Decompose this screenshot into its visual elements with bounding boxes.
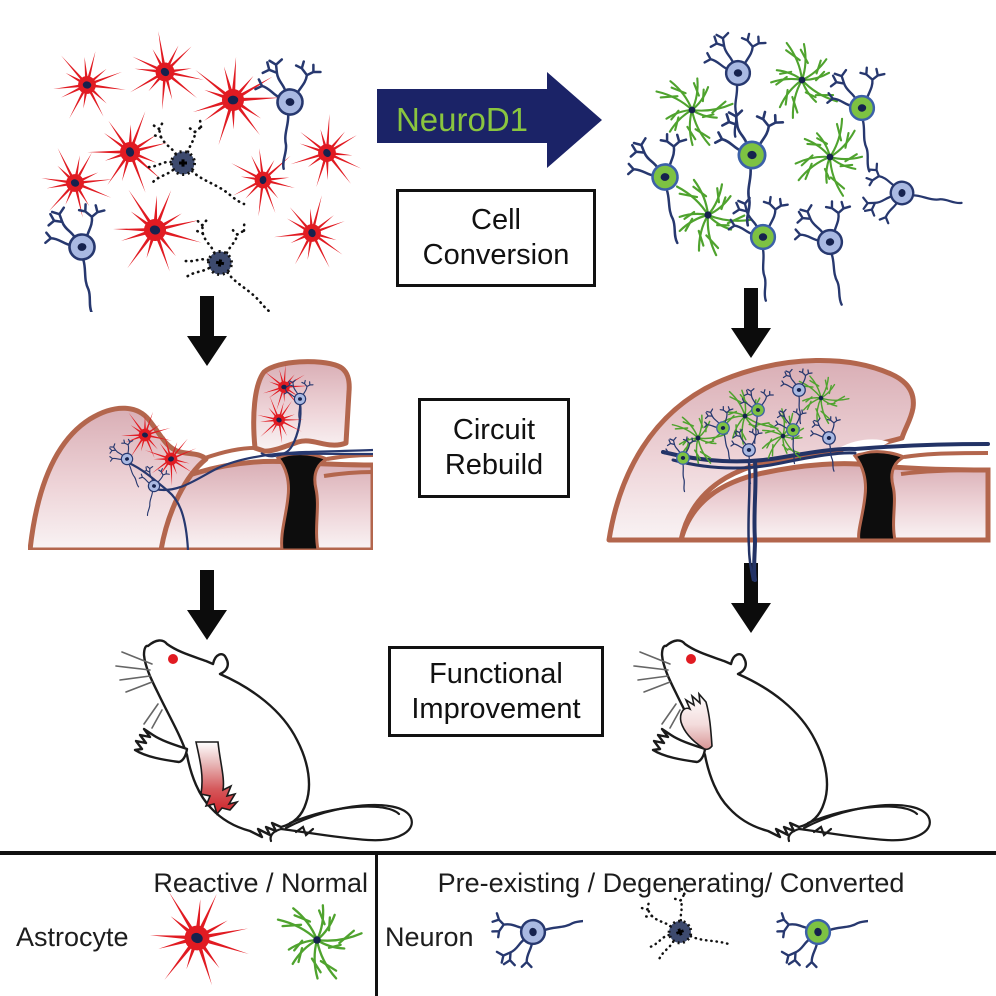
reactive-astrocyte (87, 111, 168, 193)
reactive-astrocyte-cluster (41, 31, 362, 312)
normal-astrocyte (794, 117, 864, 197)
step-box-circuit-rebuild: Circuit Rebuild (418, 398, 570, 498)
normal-astrocyte-icon (276, 904, 363, 980)
pre-existing-neuron (703, 31, 767, 138)
flow-arrow-down-left-bottom-icon (187, 570, 227, 640)
neuron-legend-header: Pre-existing / Degenerating/ Converted (437, 868, 905, 898)
neurod1-arrow: NeuroD1 (377, 72, 602, 168)
pre-existing-neuron-icon (491, 912, 583, 969)
pre-existing-neuron (793, 200, 852, 306)
impaired-mouse-illustration (115, 639, 413, 843)
normal-astrocyte (655, 77, 734, 147)
converted-cell-cluster (626, 31, 963, 306)
recovered-forelimb (679, 691, 713, 751)
pre-existing-neuron (109, 438, 140, 488)
legend-divider-horizontal (0, 851, 996, 855)
astrocyte-legend-header: Reactive / Normal (153, 868, 368, 898)
injured-forelimb (195, 741, 240, 816)
reactive-astrocyte (113, 189, 202, 272)
flow-arrow-down-right-top-icon (731, 288, 771, 358)
rebuilt-brain-illustration (606, 358, 991, 582)
converted-neuron (713, 109, 785, 227)
reactive-astrocyte (192, 57, 282, 145)
neurod1-arrow-label: NeuroD1 (396, 101, 528, 138)
pre-existing-neuron (254, 58, 322, 171)
normal-astrocyte (675, 178, 752, 257)
reactive-astrocyte (53, 51, 126, 119)
converted-neuron (703, 405, 734, 462)
reactive-astrocyte (273, 195, 345, 268)
reactive-astrocyte-icon (149, 891, 249, 986)
neuron-legend-label: Neuron (385, 922, 474, 952)
reactive-astrocyte (129, 31, 204, 110)
pre-existing-neuron (810, 416, 841, 472)
converted-neuron (626, 133, 688, 245)
flow-arrow-down-left-top-icon (187, 296, 227, 366)
mouse-eye (168, 654, 178, 664)
reactive-astrocyte (257, 396, 304, 444)
pre-existing-neuron (780, 368, 813, 425)
converted-neuron (774, 408, 807, 465)
converted-neuron (826, 66, 886, 173)
converted-neuron (664, 436, 697, 493)
degenerating-neuron (147, 118, 246, 206)
reactive-astrocyte (231, 148, 295, 217)
step-box-cell-conversion: Cell Conversion (396, 189, 596, 287)
astrocyte-legend-label: Astrocyte (16, 922, 129, 952)
degenerating-neuron-icon (639, 886, 730, 960)
pre-existing-neuron (283, 379, 314, 430)
pre-existing-neuron (730, 428, 763, 485)
reactive-astrocyte (290, 114, 362, 188)
reactive-astrocyte (41, 147, 113, 218)
reactive-astrocyte (144, 435, 197, 486)
converted-neuron-icon (776, 912, 868, 969)
step-box-functional-improvement: Functional Improvement (388, 646, 604, 737)
normal-astrocyte (770, 41, 838, 119)
reactive-astrocyte (262, 364, 310, 411)
reactive-astrocyte (121, 411, 172, 459)
flow-arrow-down-right-bottom-icon (731, 563, 771, 633)
normal-astrocyte (798, 375, 850, 425)
neurod1-arrow-shape (377, 72, 602, 168)
injured-brain-illustration (28, 359, 373, 550)
pre-existing-neuron (862, 162, 963, 225)
pre-existing-neuron (138, 465, 170, 517)
degenerating-neuron (184, 217, 275, 312)
recovered-mouse-illustration (633, 639, 931, 843)
mouse-eye (686, 654, 696, 664)
legend-divider-vertical (375, 855, 378, 996)
pre-existing-neuron (44, 203, 106, 312)
converted-neuron (727, 195, 789, 302)
